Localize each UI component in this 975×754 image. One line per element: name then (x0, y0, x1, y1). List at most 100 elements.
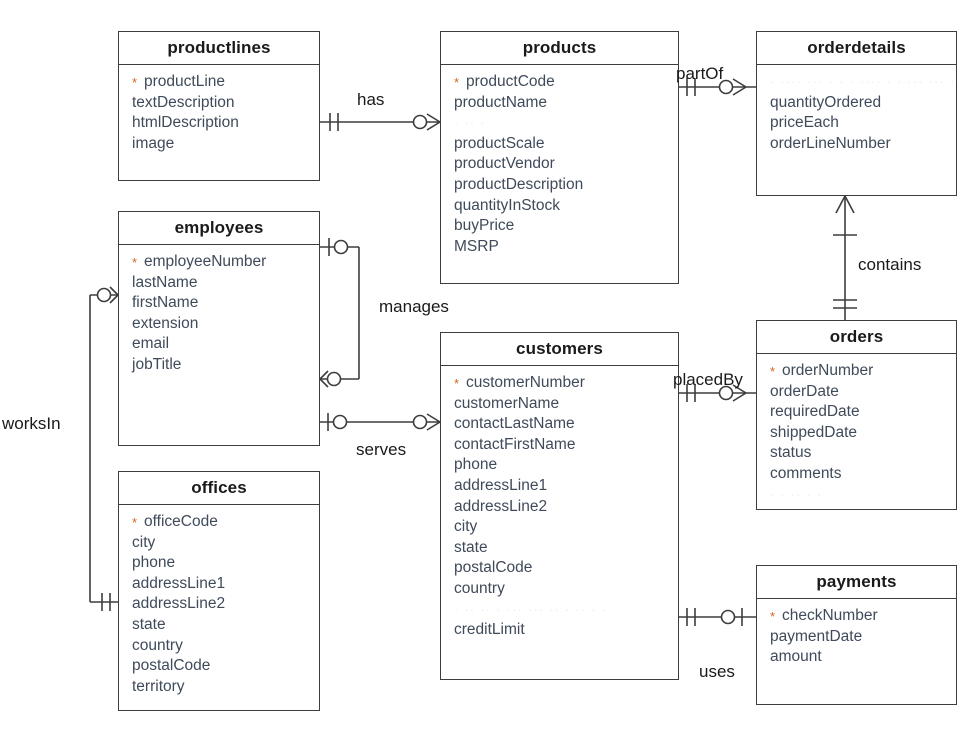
attribute-label: addressLine1 (454, 476, 548, 494)
attribute-row: city (119, 533, 319, 554)
entity-title-orderdetails: orderdetails (757, 32, 956, 65)
attribute-label: quantityInStock (454, 196, 560, 214)
attribute-row: country (119, 636, 319, 657)
attribute-primary-key: *productCode (441, 72, 678, 93)
attribute-label: shippedDate (770, 423, 858, 441)
entity-title-productlines: productlines (119, 32, 319, 65)
attribute-primary-key: *employeeNumber (119, 252, 319, 273)
attribute-label: · ···· ··· · · · ···· · · ··· ··· · (770, 74, 956, 89)
attribute-label: addressLine2 (454, 497, 548, 515)
attribute-row: MSRP (441, 237, 678, 258)
attribute-label: phone (132, 554, 176, 572)
relationship-label-placedBy[interactable]: placedBy (673, 370, 743, 389)
entity-title-orders: orders (757, 321, 956, 354)
attribute-label: productName (454, 93, 548, 111)
attribute-label: textDescription (132, 93, 235, 111)
relationship-label-manages[interactable]: manages (379, 297, 449, 316)
attribute-primary-key: *officeCode (119, 512, 319, 533)
attribute-primary-key: * orderNumber (757, 361, 956, 382)
primary-key-star-icon: * (454, 376, 460, 391)
entity-attributes-orderdetails: · ···· ··· · · · ···· · · ··· ··· · quant… (757, 65, 956, 160)
attribute-label: contactFirstName (454, 435, 576, 453)
primary-key-star-icon: * (770, 609, 776, 624)
attribute-label: contactLastName (454, 415, 575, 433)
entity-title-offices: offices (119, 472, 319, 505)
connector-has (320, 113, 441, 131)
attribute-row: phone (441, 455, 678, 476)
attribute-label: jobTitle (132, 355, 182, 373)
attribute-row: extension (119, 314, 319, 335)
attribute-row: priceEach (757, 113, 956, 134)
attribute-row: phone (119, 553, 319, 574)
relationship-label-partOf[interactable]: partOf (676, 64, 724, 83)
attribute-label: productScale (454, 134, 545, 152)
attribute-label: postalCode (454, 559, 533, 577)
attribute-label: buyPrice (454, 217, 515, 235)
entity-title-products: products (441, 32, 678, 65)
primary-key-star-icon: * (132, 75, 138, 90)
primary-key-star-icon: * (454, 75, 460, 90)
attribute-row: textDescription (119, 93, 319, 114)
attribute-label: territory (132, 677, 185, 695)
attribute-row: requiredDate (757, 402, 956, 423)
entity-attributes-payments: * checkNumber paymentDate amount (757, 599, 956, 674)
relationship-label-has[interactable]: has (357, 90, 385, 109)
attribute-label: status (770, 444, 812, 462)
attribute-label: postalCode (132, 657, 211, 675)
attribute-row: state (119, 615, 319, 636)
attribute-label: requiredDate (770, 403, 860, 421)
attribute-label: comments (770, 464, 842, 482)
attribute-label: MSRP (454, 237, 499, 255)
relationship-label-uses[interactable]: uses (699, 662, 735, 681)
attribute-label: paymentDate (770, 627, 863, 645)
attribute-row: shippedDate (757, 423, 956, 444)
attribute-label: htmlDescription (132, 114, 239, 132)
attribute-label: quantityOrdered (770, 93, 882, 111)
attribute-label: productDescription (454, 175, 584, 193)
attribute-row: productScale (441, 134, 678, 155)
attribute-row: htmlDescription (119, 113, 319, 134)
entity-payments[interactable]: payments * checkNumber paymentDate amount (756, 565, 957, 705)
connector-worksin (89, 286, 119, 611)
entity-orderdetails[interactable]: orderdetails· ···· ··· · · · ···· · · ··… (756, 31, 957, 196)
relationship-label-worksIn[interactable]: worksIn (2, 414, 61, 433)
attribute-label: state (132, 615, 166, 633)
attribute-label: lastName (132, 273, 198, 291)
relationship-label-serves[interactable]: serves (356, 440, 407, 459)
attribute-label: phone (454, 456, 498, 474)
attribute-row: · · ·· · · (757, 485, 956, 506)
attribute-label: country (132, 636, 183, 654)
entity-title-payments: payments (757, 566, 956, 599)
attribute-row: · ·· · (441, 113, 678, 134)
attribute-label: customerNumber (466, 374, 585, 391)
attribute-row: contactLastName (441, 414, 678, 435)
attribute-label: productLine (144, 73, 226, 90)
relationship-label-contains[interactable]: contains (858, 255, 922, 274)
attribute-row: productVendor (441, 154, 678, 175)
attribute-row: amount (757, 647, 956, 668)
attribute-label: city (132, 533, 156, 551)
attribute-label: · ·· ·· · ··· ··· ·· · ·· · · (454, 601, 608, 617)
attribute-row: firstName (119, 293, 319, 314)
attribute-row: customerName (441, 394, 678, 415)
attribute-row: territory (119, 677, 319, 698)
entity-productlines[interactable]: productlines * productLine textDescription h… (118, 31, 320, 181)
attribute-row: lastName (119, 273, 319, 294)
attribute-label: creditLimit (454, 621, 525, 639)
attribute-row: productDescription (441, 175, 678, 196)
attribute-row: orderDate (757, 382, 956, 403)
attribute-label: email (132, 335, 170, 353)
attribute-row: jobTitle (119, 355, 319, 376)
attribute-label: orderNumber (782, 362, 874, 379)
attribute-label: · · ·· · · (770, 486, 823, 502)
primary-key-star-icon: * (770, 364, 776, 379)
attribute-label: checkNumber (782, 607, 878, 624)
